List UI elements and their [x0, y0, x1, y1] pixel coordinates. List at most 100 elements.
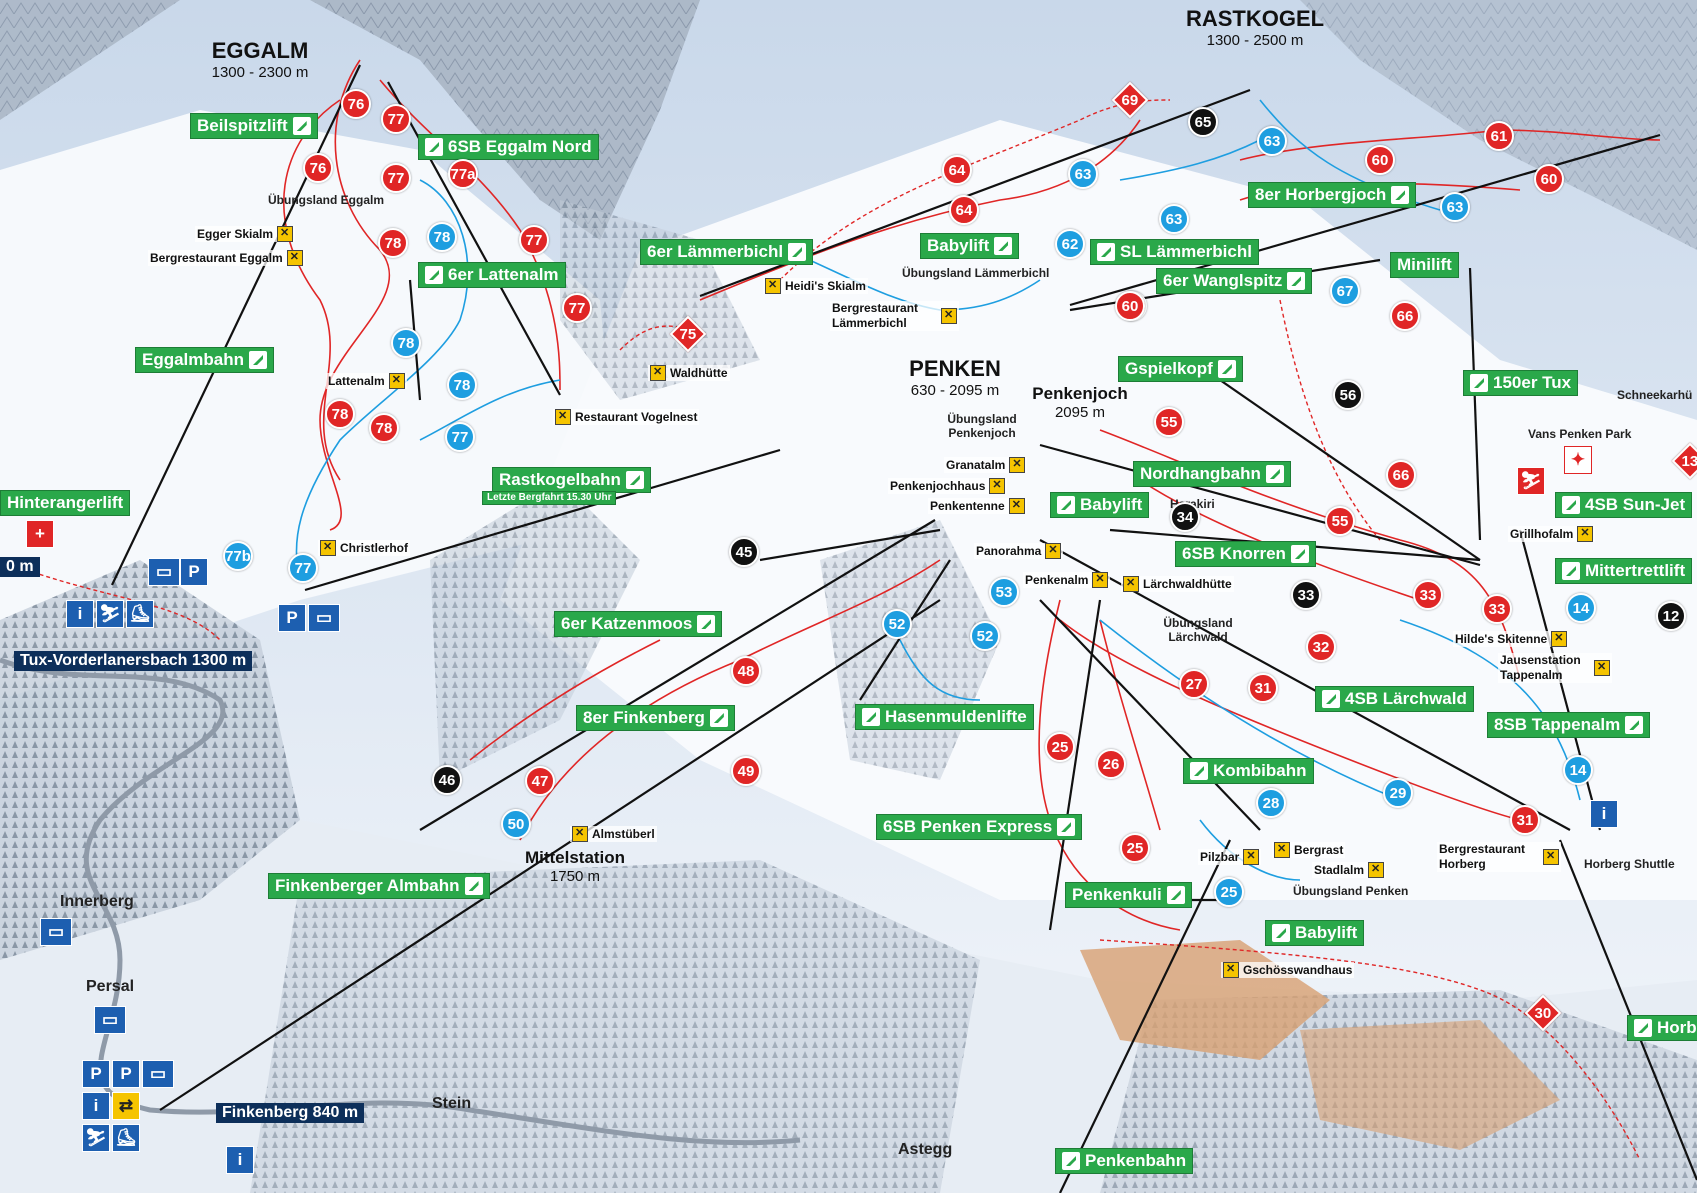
slope-marker-47[interactable]: 47 — [525, 766, 555, 796]
slope-marker-31[interactable]: 31 — [1248, 673, 1278, 703]
hut-bergrestaurant-horberg[interactable]: Bergrestaurant Horberg — [1437, 842, 1561, 872]
hut-stadlalm[interactable]: Stadlalm — [1312, 862, 1387, 878]
lift-tappenalm[interactable]: 8SB Tappenalm — [1487, 712, 1651, 738]
slope-marker-55[interactable]: 55 — [1325, 506, 1355, 536]
hut-bergrestaurant-laemmerbichl[interactable]: Bergrestaurant Lämmerbichl — [830, 301, 959, 331]
hut-bergrast[interactable]: Bergrast — [1272, 842, 1346, 858]
hut-laerchwaldhuette[interactable]: Lärchwaldhütte — [1121, 576, 1234, 592]
slope-marker-77[interactable]: 77 — [445, 422, 475, 452]
hut-heidis-skialm[interactable]: Heidi's Skialm — [763, 278, 868, 294]
lift-penken-express[interactable]: 6SB Penken Express — [876, 814, 1083, 840]
slope-marker-29[interactable]: 29 — [1383, 778, 1413, 808]
slope-marker-66[interactable]: 66 — [1390, 301, 1420, 331]
slope-marker-33[interactable]: 33 — [1413, 580, 1443, 610]
hut-gschoesswandhaus[interactable]: Gschösswandhaus — [1221, 962, 1355, 978]
hut-christlerhof[interactable]: Christlerhof — [318, 540, 411, 556]
lift-beilspitzlift[interactable]: Beilspitzlift — [190, 113, 318, 139]
slope-marker-62[interactable]: 62 — [1055, 229, 1085, 259]
lift-horbergjoch[interactable]: 8er Horbergjoch — [1248, 182, 1417, 208]
lift-penkenbahn[interactable]: Penkenbahn — [1055, 1148, 1194, 1174]
lift-knorren[interactable]: 6SB Knorren — [1175, 541, 1316, 567]
hut-hildes-skitenne[interactable]: Hilde's Skitenne — [1453, 631, 1570, 647]
lift-8er-finkenberg[interactable]: 8er Finkenberg — [576, 705, 735, 731]
slope-marker-63[interactable]: 63 — [1159, 204, 1189, 234]
lift-sunjet[interactable]: 4SB Sun-Jet — [1555, 492, 1693, 518]
lift-eggalmbahn[interactable]: Eggalmbahn — [135, 347, 275, 373]
slope-marker-63[interactable]: 63 — [1440, 192, 1470, 222]
hut-penkenalm[interactable]: Penkenalm — [1023, 572, 1111, 588]
hut-grillhofalm[interactable]: Grillhofalm — [1508, 526, 1596, 542]
hut-penkentenne[interactable]: Penkentenne — [928, 498, 1027, 514]
slope-marker-52[interactable]: 52 — [970, 621, 1000, 651]
slope-marker-76[interactable]: 76 — [341, 89, 371, 119]
slope-marker-14[interactable]: 14 — [1563, 755, 1593, 785]
lift-hasenmulden[interactable]: Hasenmuldenlifte — [855, 704, 1034, 730]
slope-marker-63[interactable]: 63 — [1257, 126, 1287, 156]
slope-marker-78[interactable]: 78 — [427, 222, 457, 252]
slope-marker-77[interactable]: 77 — [562, 293, 592, 323]
slope-marker-31[interactable]: 31 — [1510, 805, 1540, 835]
hut-penkenjochhaus[interactable]: Penkenjochhaus — [888, 478, 1008, 494]
slope-marker-28[interactable]: 28 — [1256, 788, 1286, 818]
slope-marker-60[interactable]: 60 — [1115, 291, 1145, 321]
hut-bergrestaurant-eggalm[interactable]: Bergrestaurant Eggalm — [148, 250, 305, 266]
lift-finkenberger-almbahn[interactable]: Finkenberger Almbahn — [268, 873, 490, 899]
slope-marker-32[interactable]: 32 — [1306, 632, 1336, 662]
hut-lattenalm[interactable]: Lattenalm — [326, 373, 407, 389]
hut-egger-skialm[interactable]: Egger Skialm — [195, 226, 296, 242]
lift-hinterangerlift[interactable]: Hinterangerlift — [0, 490, 131, 516]
hut-pilzbar[interactable]: Pilzbar — [1198, 849, 1262, 865]
slope-marker-56[interactable]: 56 — [1333, 380, 1363, 410]
lift-minilift[interactable]: Minilift — [1390, 252, 1459, 278]
slope-marker-33[interactable]: 33 — [1482, 594, 1512, 624]
lift-gspielkopf[interactable]: Gspielkopf — [1118, 356, 1243, 382]
slope-marker-49[interactable]: 49 — [731, 756, 761, 786]
slope-marker-78[interactable]: 78 — [325, 399, 355, 429]
slope-marker-78[interactable]: 78 — [378, 228, 408, 258]
town-left-edge[interactable]: 0 m — [0, 557, 40, 577]
lift-6er-laemmerbichl[interactable]: 6er Lämmerbichl — [640, 239, 814, 265]
lift-eggalm-nord[interactable]: 6SB Eggalm Nord — [418, 134, 599, 160]
slope-marker-65[interactable]: 65 — [1188, 107, 1218, 137]
slope-marker-50[interactable]: 50 — [501, 809, 531, 839]
hut-waldhuette[interactable]: Waldhütte — [648, 365, 730, 381]
slope-marker-77a[interactable]: 77a — [448, 159, 478, 189]
lift-lattenalm[interactable]: 6er Lattenalm — [418, 262, 566, 288]
slope-marker-66[interactable]: 66 — [1386, 460, 1416, 490]
hut-restaurant-vogelnest[interactable]: Restaurant Vogelnest — [553, 409, 700, 425]
slope-marker-25[interactable]: 25 — [1045, 732, 1075, 762]
lift-rastkogelbahn[interactable]: Rastkogelbahn — [492, 467, 651, 493]
lift-mittertrettlift[interactable]: Mittertrettlift — [1555, 558, 1693, 584]
slope-marker-25[interactable]: 25 — [1120, 833, 1150, 863]
town-tux-vorderlanersbach[interactable]: Tux-Vorderlanersbach 1300 m — [14, 651, 253, 671]
slope-marker-34[interactable]: 34 — [1170, 502, 1200, 532]
lift-150er-tux[interactable]: 150er Tux — [1463, 370, 1579, 396]
hut-jausenstation-tappenalm[interactable]: Jausenstation Tappenalm — [1498, 653, 1612, 683]
lift-katzenmoos[interactable]: 6er Katzenmoos — [554, 611, 723, 637]
slope-marker-14[interactable]: 14 — [1566, 593, 1596, 623]
slope-marker-46[interactable]: 46 — [432, 765, 462, 795]
lift-kombibahn[interactable]: Kombibahn — [1183, 758, 1314, 784]
slope-marker-27[interactable]: 27 — [1179, 669, 1209, 699]
slope-marker-48[interactable]: 48 — [731, 656, 761, 686]
slope-marker-64[interactable]: 64 — [942, 155, 972, 185]
slope-marker-77[interactable]: 77 — [288, 553, 318, 583]
lift-babylift-mid[interactable]: Babylift — [1050, 492, 1150, 518]
lift-laerchwald[interactable]: 4SB Lärchwald — [1315, 686, 1474, 712]
slope-marker-78[interactable]: 78 — [447, 370, 477, 400]
slope-marker-76[interactable]: 76 — [303, 153, 333, 183]
lift-sl-laemmerbichl[interactable]: SL Lämmerbichl — [1090, 239, 1259, 265]
lift-nordhangbahn[interactable]: Nordhangbahn — [1133, 461, 1291, 487]
slope-marker-12[interactable]: 12 — [1656, 601, 1686, 631]
slope-marker-25[interactable]: 25 — [1214, 877, 1244, 907]
lift-babylift-top[interactable]: Babylift — [920, 233, 1020, 259]
slope-marker-60[interactable]: 60 — [1534, 164, 1564, 194]
slope-marker-77[interactable]: 77 — [381, 104, 411, 134]
slope-marker-64[interactable]: 64 — [949, 195, 979, 225]
slope-marker-78[interactable]: 78 — [391, 328, 421, 358]
slope-marker-45[interactable]: 45 — [729, 537, 759, 567]
slope-marker-63[interactable]: 63 — [1068, 159, 1098, 189]
slope-marker-61[interactable]: 61 — [1484, 121, 1514, 151]
slope-marker-77b[interactable]: 77b — [223, 541, 253, 571]
